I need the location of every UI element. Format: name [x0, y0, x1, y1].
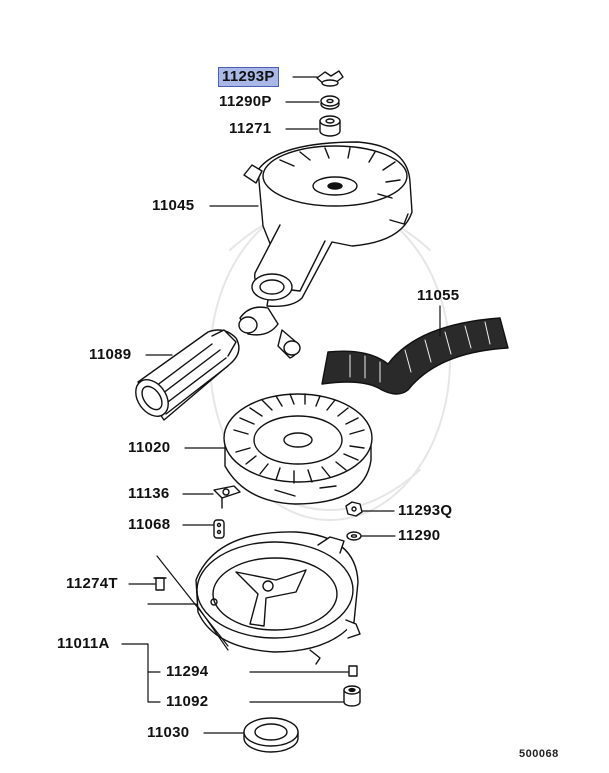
part-11092-stud — [343, 685, 361, 707]
label-11271[interactable]: 11271 — [229, 120, 272, 137]
part-11055-hose — [321, 317, 509, 395]
label-11020[interactable]: 11020 — [128, 439, 171, 456]
part-11271-grommet — [319, 115, 341, 137]
part-11290-washer — [346, 531, 362, 541]
part-11290P-washer — [320, 95, 340, 110]
leader-lines — [121, 76, 441, 734]
part-11011A-case — [195, 531, 361, 665]
label-11290[interactable]: 11290 — [398, 527, 441, 544]
label-11055[interactable]: 11055 — [417, 287, 460, 304]
part-11089-hose — [135, 329, 240, 421]
label-11011A[interactable]: 11011A — [57, 635, 110, 652]
part-11293Q-nut — [345, 501, 363, 517]
part-11274T-bolt — [153, 577, 167, 591]
part-11068-clip — [213, 519, 225, 539]
label-11294[interactable]: 11294 — [166, 663, 209, 680]
label-11136[interactable]: 11136 — [128, 485, 170, 502]
part-11030-gasket — [243, 717, 299, 753]
label-11092[interactable]: 11092 — [166, 693, 209, 710]
label-11045[interactable]: 11045 — [152, 197, 195, 214]
part-11045-cover — [238, 141, 413, 359]
label-11068[interactable]: 11068 — [128, 516, 171, 533]
part-11136-bracket — [213, 485, 241, 509]
part-11293P-wingnut — [316, 70, 344, 87]
part-11294-bolt — [348, 665, 358, 677]
label-11274T[interactable]: 11274T — [66, 575, 118, 592]
label-11290P[interactable]: 11290P — [219, 93, 272, 110]
label-11293Q[interactable]: 11293Q — [398, 502, 453, 519]
label-11089[interactable]: 11089 — [89, 346, 132, 363]
label-11293P[interactable]: 11293P — [218, 67, 279, 87]
diagram-code: 500068 — [519, 748, 559, 760]
label-11030[interactable]: 11030 — [147, 724, 190, 741]
part-11020-filter — [223, 393, 373, 505]
